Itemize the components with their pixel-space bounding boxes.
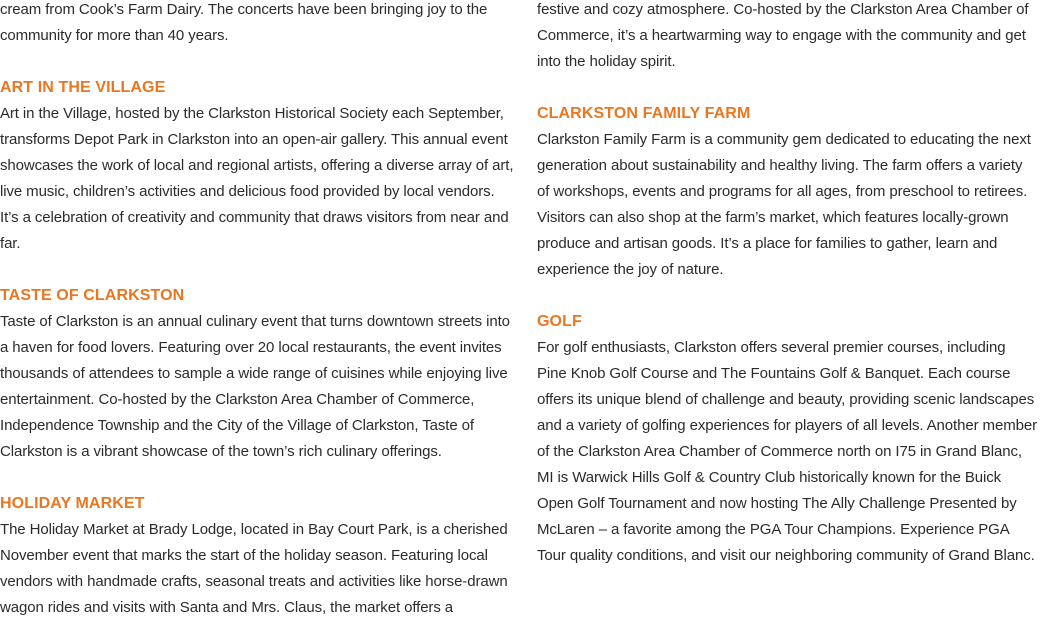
right-column: festive and cozy atmosphere. Co-hosted b… bbox=[537, 0, 1037, 569]
holiday-market-paragraph-end: festive and cozy atmosphere. Co-hosted b… bbox=[537, 1, 1029, 70]
golf-heading: GOLF bbox=[537, 313, 582, 330]
section-gap bbox=[0, 257, 516, 283]
art-in-the-village-body: Art in the Village, hosted by the Clarks… bbox=[0, 105, 514, 252]
golf-body: For golf enthusiasts, Clarkston offers s… bbox=[537, 339, 1037, 564]
section-gap bbox=[0, 465, 516, 491]
taste-of-clarkston-heading: TASTE OF CLARKSTON bbox=[0, 287, 185, 304]
left-column: cream from Cook’s Farm Dairy. The concer… bbox=[0, 0, 516, 621]
concerts-paragraph-end: cream from Cook’s Farm Dairy. The concer… bbox=[0, 1, 488, 44]
taste-of-clarkston-body: Taste of Clarkston is an annual culinary… bbox=[0, 313, 510, 460]
art-in-the-village-heading: ART IN THE VILLAGE bbox=[0, 79, 166, 96]
section-gap bbox=[0, 49, 516, 75]
section-gap bbox=[537, 75, 1037, 101]
clarkston-family-farm-heading: CLARKSTON FAMILY FARM bbox=[537, 105, 751, 122]
section-gap bbox=[537, 283, 1037, 309]
holiday-market-body: The Holiday Market at Brady Lodge, locat… bbox=[0, 521, 508, 616]
clarkston-family-farm-body: Clarkston Family Farm is a community gem… bbox=[537, 131, 1031, 278]
holiday-market-heading: HOLIDAY MARKET bbox=[0, 495, 145, 512]
